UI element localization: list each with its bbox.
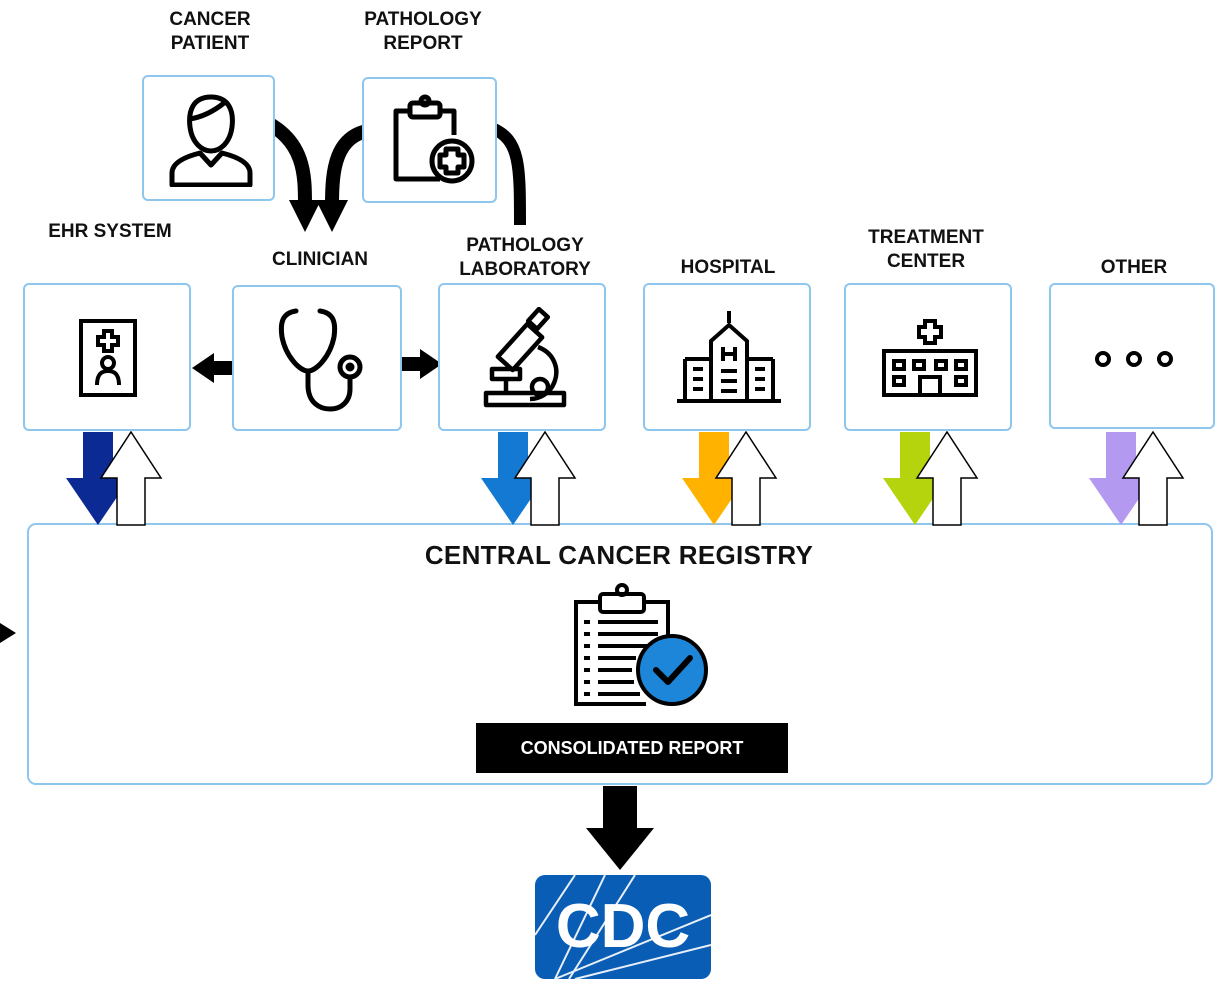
ehr-down-arrow xyxy=(66,432,130,525)
registry-box xyxy=(27,523,1213,785)
microscope-icon xyxy=(483,307,567,408)
label-pathology-report: PATHOLOGY REPORT xyxy=(364,9,482,54)
stethoscope-icon xyxy=(278,308,363,412)
cdc-logo-text: CDC xyxy=(556,892,690,961)
clinician-to-lab-arrowhead xyxy=(420,349,442,379)
registry-to-cdc-arrowhead xyxy=(586,828,654,870)
pathology-report-box xyxy=(362,77,497,203)
checklist-clipboard-icon xyxy=(574,583,708,706)
ehr-up-arrow xyxy=(99,430,163,526)
clinic-building-icon xyxy=(882,319,978,397)
label-hospital: HOSPITAL xyxy=(680,257,776,278)
pathology-up-arrow xyxy=(513,430,577,526)
pathology-data-arrows xyxy=(481,430,577,526)
hospital-up-arrow xyxy=(714,430,778,526)
report-to-lab-connector xyxy=(489,122,526,226)
label-other: OTHER xyxy=(1100,257,1168,278)
other-box xyxy=(1049,283,1215,429)
id-badge-icon xyxy=(79,319,137,397)
other-up-arrow xyxy=(1121,430,1185,526)
clinician-to-ehr-arrowhead xyxy=(192,353,214,383)
ehr-system-box xyxy=(23,283,191,431)
ehr-data-arrows xyxy=(66,430,163,526)
other-data-arrows xyxy=(1089,430,1185,526)
pathology-down-arrow xyxy=(481,432,545,525)
treatment-center-box xyxy=(844,283,1012,431)
registry-title: CENTRAL CANCER REGISTRY xyxy=(424,540,814,570)
left-edge-arrowhead xyxy=(0,623,16,643)
label-clinician: CLINICIAN xyxy=(271,249,369,270)
clinician-to-lab-shaft xyxy=(402,357,424,371)
clipboard-plus-icon xyxy=(393,94,475,184)
hospital-box xyxy=(643,283,811,431)
treatment-down-arrow xyxy=(883,432,947,525)
clinician-to-ehr-shaft xyxy=(210,361,234,375)
patient-to-clinician-arrowhead xyxy=(289,200,321,232)
person-icon xyxy=(169,94,253,187)
label-pathology-laboratory: PATHOLOGY LABORATORY xyxy=(459,235,591,280)
ellipsis-icon xyxy=(1095,351,1173,367)
label-cancer-patient: CANCER PATIENT xyxy=(169,9,251,54)
registry-to-cdc-shaft xyxy=(603,786,637,830)
hospital-building-icon xyxy=(677,311,781,403)
consolidated-report-label: CONSOLIDATED REPORT xyxy=(476,723,788,773)
hospital-data-arrows xyxy=(682,430,778,526)
report-to-clinician-arrowhead xyxy=(316,200,348,232)
label-treatment-center: TREATMENT CENTER xyxy=(868,227,984,272)
cancer-patient-box xyxy=(142,75,275,201)
pathology-laboratory-box xyxy=(438,283,606,431)
other-down-arrow xyxy=(1089,432,1153,525)
label-ehr-system: EHR SYSTEM xyxy=(48,221,172,242)
report-to-clinician-connector xyxy=(325,123,374,206)
treatment-data-arrows xyxy=(883,430,979,526)
cdc-logo: CDC xyxy=(535,875,711,980)
treatment-up-arrow xyxy=(915,430,979,526)
hospital-down-arrow xyxy=(682,432,746,525)
clinician-box xyxy=(232,285,402,431)
